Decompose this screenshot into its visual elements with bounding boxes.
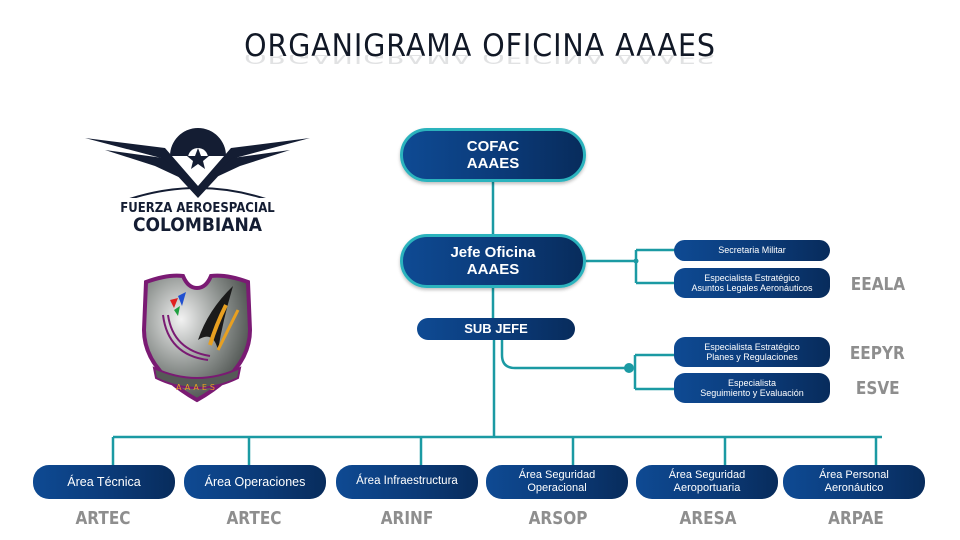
- page-title: ORGANIGRAMA OFICINA AAAES: [244, 28, 716, 64]
- node-eepyr-line2: Planes y Regulaciones: [706, 352, 798, 362]
- connector-jefe-staff: [585, 248, 676, 285]
- area-label: Área Infraestructura: [356, 475, 458, 488]
- node-eeala-line2: Asuntos Legales Aeronáuticos: [691, 283, 813, 293]
- shield-text: AAAES: [176, 383, 218, 392]
- node-area-operaciones[interactable]: Área Operaciones: [184, 465, 326, 499]
- area-label-line1: Área Seguridad: [668, 469, 746, 482]
- node-jefe-line1: Jefe Oficina: [450, 243, 536, 261]
- code-eepyr: EEPYR: [849, 343, 905, 364]
- code-area: ARESA: [679, 508, 737, 529]
- node-secretaria-label: Secretaria Militar: [718, 245, 786, 256]
- fac-logo-line2: COLOMBIANA: [132, 214, 263, 236]
- code-area: ARTEC: [75, 508, 131, 529]
- node-area-tecnica[interactable]: Área Técnica: [33, 465, 175, 499]
- node-area-infraestructura[interactable]: Área Infraestructura: [336, 465, 478, 499]
- area-label: Área Operaciones: [204, 474, 306, 489]
- fac-logo: FUERZA AEROESPACIAL COLOMBIANA: [84, 118, 311, 236]
- code-area: ARSOP: [528, 508, 588, 529]
- area-label-line2: Operacional: [527, 482, 587, 494]
- node-esve-line2: Seguimiento y Evaluación: [700, 388, 804, 398]
- code-area: ARPAE: [828, 508, 884, 529]
- area-label: Área Técnica: [67, 474, 141, 489]
- area-label-line2: Aeroportuaria: [673, 482, 741, 494]
- shield-emblem-icon: AAAES: [141, 273, 253, 403]
- junction-dot: [624, 363, 634, 373]
- node-eeala-line1: Especialista Estratégico: [704, 272, 800, 283]
- node-sub-jefe-label: SUB JEFE: [464, 320, 528, 336]
- area-label-line1: Área Seguridad: [518, 469, 596, 482]
- area-label-line2: Aeronáutico: [824, 482, 884, 494]
- node-sub-jefe[interactable]: SUB JEFE: [417, 318, 575, 340]
- node-jefe-line2: AAAES: [466, 261, 520, 278]
- node-secretaria-militar[interactable]: Secretaria Militar: [674, 240, 830, 261]
- code-eeala: EEALA: [850, 274, 906, 295]
- node-cofac-line1: COFAC: [466, 137, 520, 155]
- area-label-line1: Área Personal: [819, 469, 889, 482]
- node-esve-line1: Especialista: [727, 377, 777, 388]
- code-area: ARINF: [380, 508, 434, 529]
- junction-dot: [633, 258, 639, 264]
- code-area: ARTEC: [226, 508, 282, 529]
- code-esve: ESVE: [855, 378, 900, 399]
- node-eepyr-line1: Especialista Estratégico: [704, 341, 800, 352]
- connector-subjefe-specialists: [500, 340, 676, 391]
- aaaes-shield-logo: AAAES: [138, 270, 256, 405]
- fac-logo-line1: FUERZA AEROESPACIAL: [120, 201, 275, 216]
- node-cofac-line2: AAAES: [466, 155, 520, 172]
- fac-wings-emblem-icon: [84, 128, 311, 219]
